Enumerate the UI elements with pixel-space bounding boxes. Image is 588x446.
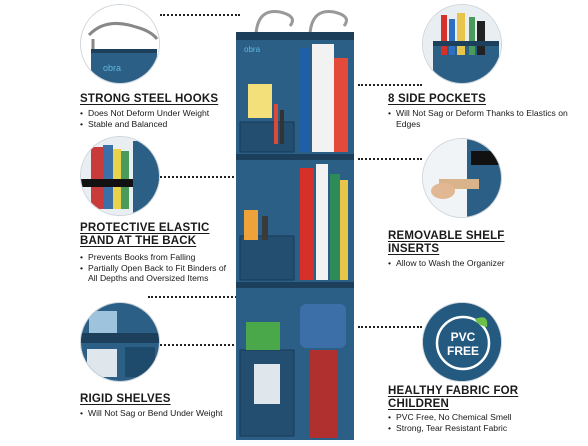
feature-bullets-shelf-inserts: Allow to Wash the Organizer [388,258,578,269]
feature-bullets-hooks: Does Not Deform Under Weight Stable and … [80,108,250,129]
leaf-icon [475,317,488,327]
bullet-item: Partially Open Back to Fit Binders of Al… [80,263,230,284]
badge-line1: PVC [451,330,476,344]
shelf-inserts-detail-image [422,138,502,218]
hooks-detail-image: obra [80,4,160,84]
feature-title-hooks: STRONG STEEL HOOKS [80,93,219,105]
feature-title-healthy-fabric: HEALTHY FABRIC FOR CHILDREN [388,385,519,410]
connector-shelf-inserts [358,158,422,160]
connector-elastic-band-lower [148,296,240,298]
bullet-item: Does Not Deform Under Weight [80,108,250,119]
feature-title-shelf-inserts: REMOVABLE SHELF INSERTS [388,230,505,255]
rigid-shelves-detail-image [80,302,160,382]
feature-bullets-rigid-shelves: Will Not Sag or Bend Under Weight [80,408,230,419]
bullet-item: Strong, Tear Resistant Fabric [388,423,583,434]
elastic-band-detail-image [80,136,160,216]
connector-elastic-band [160,176,238,178]
bullet-item: Stable and Balanced [80,119,250,130]
feature-title-rigid-shelves: RIGID SHELVES [80,393,171,405]
pvc-free-badge: PVC FREE [422,302,502,382]
connector-hooks [160,14,240,16]
connector-healthy-fabric [358,326,422,328]
side-pockets-detail-image [422,4,502,84]
feature-bullets-elastic-band: Prevents Books from Falling Partially Op… [80,252,230,284]
bullet-item: Will Not Sag or Bend Under Weight [80,408,230,419]
brand-logo: obra [244,45,261,54]
bullet-item: Will Not Sag or Deform Thanks to Elastic… [388,108,578,129]
product-organizer-image: obra [228,4,358,441]
connector-rigid-shelves [160,344,238,346]
badge-line2: FREE [447,344,479,358]
feature-bullets-healthy-fabric: PVC Free, No Chemical Smell Strong, Tear… [388,412,583,433]
bullet-item: PVC Free, No Chemical Smell [388,412,583,423]
feature-title-side-pockets: 8 SIDE POCKETS [388,93,487,105]
feature-title-elastic-band: PROTECTIVE ELASTIC BAND AT THE BACK [80,222,210,247]
bullet-item: Allow to Wash the Organizer [388,258,578,269]
connector-side-pockets [358,84,422,86]
feature-bullets-side-pockets: Will Not Sag or Deform Thanks to Elastic… [388,108,578,129]
svg-text:obra: obra [103,63,121,73]
bullet-item: Prevents Books from Falling [80,252,230,263]
